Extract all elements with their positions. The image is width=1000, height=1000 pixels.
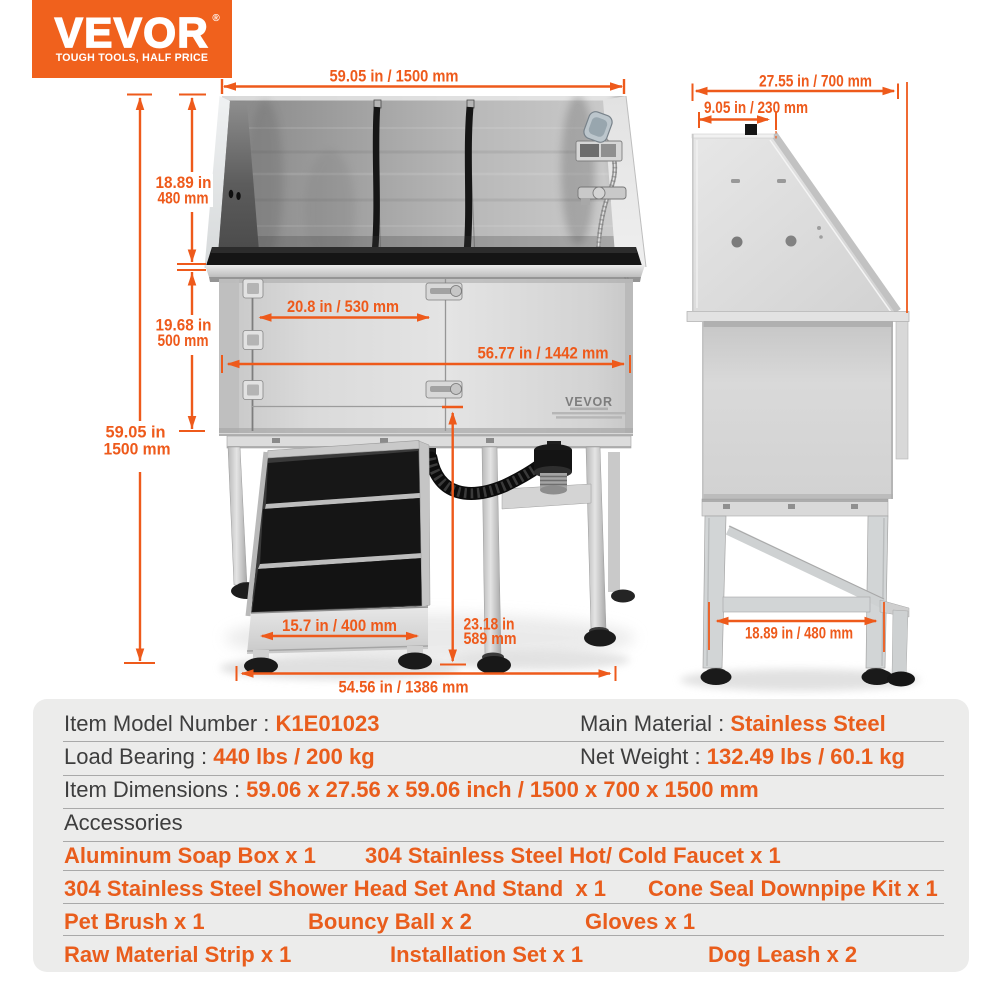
svg-text:23.18 in: 23.18 in [464, 615, 515, 634]
svg-text:19.68 in: 19.68 in [156, 316, 212, 335]
svg-text:20.8 in / 530 mm: 20.8 in / 530 mm [287, 297, 399, 316]
svg-text:27.55 in / 700 mm: 27.55 in / 700 mm [759, 72, 872, 91]
svg-text:480 mm: 480 mm [158, 189, 209, 208]
svg-text:56.77 in / 1442 mm: 56.77 in / 1442 mm [478, 344, 609, 363]
svg-text:54.56 in / 1386 mm: 54.56 in / 1386 mm [339, 678, 469, 697]
svg-text:59.05 in: 59.05 in [106, 423, 166, 442]
svg-text:VEVOR: VEVOR [565, 395, 613, 409]
svg-text:589 mm: 589 mm [464, 629, 517, 648]
svg-text:59.05 in / 1500 mm: 59.05 in / 1500 mm [330, 67, 459, 86]
svg-text:15.7 in / 400 mm: 15.7 in / 400 mm [282, 616, 397, 635]
svg-text:9.05 in / 230 mm: 9.05 in / 230 mm [704, 98, 808, 117]
svg-text:500 mm: 500 mm [158, 331, 209, 350]
svg-text:18.89 in: 18.89 in [156, 173, 212, 192]
svg-text:1500 mm: 1500 mm [104, 440, 171, 459]
svg-text:18.89 in / 480 mm: 18.89 in / 480 mm [745, 624, 853, 643]
